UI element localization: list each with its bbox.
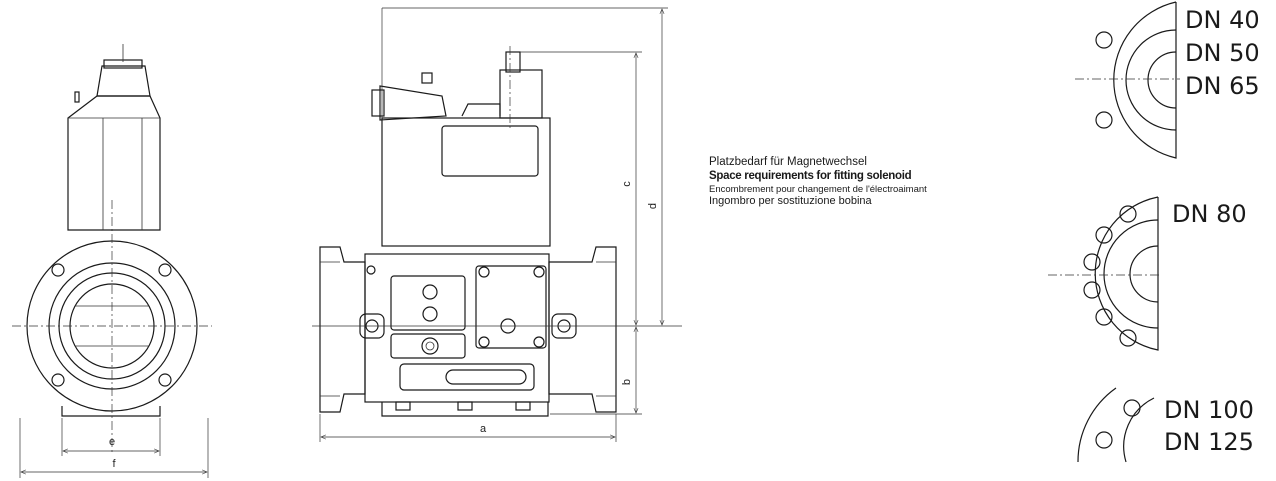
flange-label-dn65: DN 65 [1185,72,1260,100]
flange-detail-dn100-125: DN 100 DN 125 [1077,387,1254,463]
note-italian: Ingombro per sostituzione bobina [709,194,872,207]
dimension-c-label: c [621,181,633,187]
flange-detail-dn80: DN 80 [1048,196,1247,351]
solenoid-space-note: Platzbedarf für Magnetwechsel Space requ… [709,156,1029,208]
dimension-a-label: a [480,423,487,435]
dimension-d-label: d [647,203,659,209]
note-english: Space requirements for fitting solenoid [709,169,912,182]
flange-label-dn50: DN 50 [1185,39,1260,67]
front-view: a d c b [312,7,682,442]
flange-label-dn100: DN 100 [1164,396,1254,424]
dimension-b-label: b [621,379,633,385]
side-view: e f [12,44,212,478]
dimension-f-label: f [112,458,116,470]
flange-label-dn40: DN 40 [1185,6,1260,34]
note-german: Platzbedarf für Magnetwechsel [709,156,867,168]
note-french: Encombrement pour changement de l'électr… [709,183,927,195]
dimension-e-label: e [109,436,115,448]
flange-detail-dn40-65: DN 40 DN 50 DN 65 [1075,1,1260,159]
flange-label-dn125: DN 125 [1164,428,1254,456]
flange-label-dn80: DN 80 [1172,200,1247,228]
